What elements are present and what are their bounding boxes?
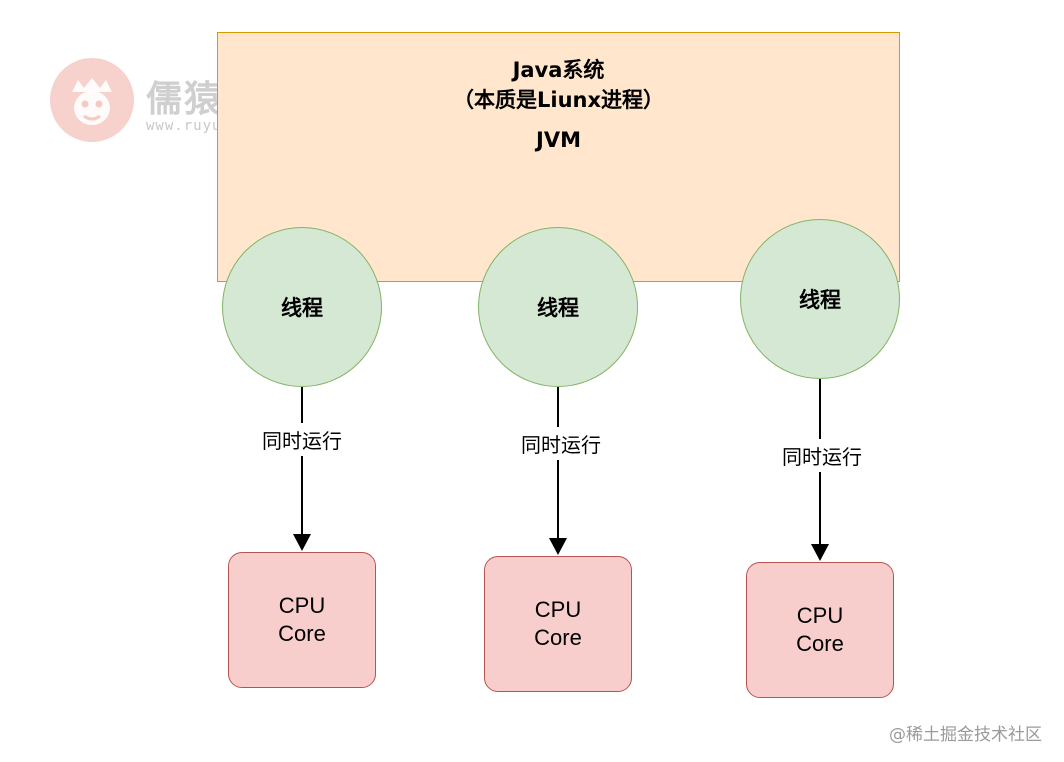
arrow-line [301, 387, 303, 534]
cpu-label-line1: CPU [278, 593, 326, 618]
edge-label: 同时运行 [519, 427, 603, 460]
cpu-core-box: CPU Core [228, 552, 376, 688]
footer-watermark: @稀土掘金技术社区 [889, 725, 1042, 745]
thread-node: 线程 [478, 227, 638, 387]
cpu-core-box: CPU Core [484, 556, 632, 692]
cpu-label-line1: CPU [796, 603, 844, 628]
cpu-label-line2: Core [796, 631, 844, 656]
cpu-core-box: CPU Core [746, 562, 894, 698]
arrow-line [557, 387, 559, 538]
edge-label: 同时运行 [260, 423, 344, 456]
cpu-label-line1: CPU [534, 597, 582, 622]
jvm-title-line2: （本质是Liunx进程） [452, 88, 665, 112]
thread-node: 线程 [740, 219, 900, 379]
arrow-head [811, 544, 829, 561]
cpu-label-line2: Core [534, 625, 582, 650]
arrow-head [549, 538, 567, 555]
jvm-title-line3: JVM [536, 128, 581, 152]
thread-node: 线程 [222, 227, 382, 387]
monkey-face-icon [72, 78, 112, 125]
arrow-head [293, 534, 311, 551]
cpu-label-line2: Core [278, 621, 326, 646]
edge-label: 同时运行 [780, 439, 864, 472]
jvm-title-line1: Java系统 [512, 58, 605, 82]
